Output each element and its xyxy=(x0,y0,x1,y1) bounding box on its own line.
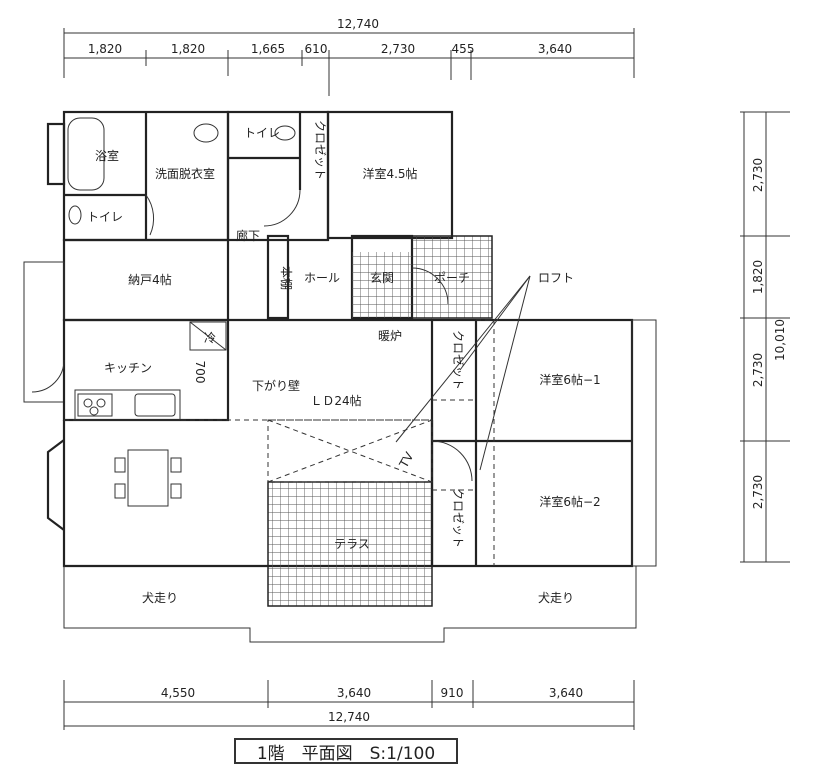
dining-table xyxy=(114,449,182,507)
label-storage-4: 納戸4帖 xyxy=(128,272,172,287)
top-seg-3: 1,665 xyxy=(251,42,285,56)
bottom-seg-4: 3,640 xyxy=(549,686,583,700)
toilet-bowl-2 xyxy=(68,205,82,225)
top-dimension: 12,740 1,820 1,820 1,665 610 2,730 455 3… xyxy=(63,17,635,96)
label-closet-3: クロゼット xyxy=(451,488,465,548)
washbasin xyxy=(193,123,219,143)
label-700: 700 xyxy=(193,361,207,384)
door-swing-2 xyxy=(263,189,301,227)
label-closet-2: クロゼット xyxy=(313,120,327,180)
label-dogrun-1: 犬走り xyxy=(142,591,178,605)
label-entrance: 玄関 xyxy=(370,270,394,285)
top-total-label: 12,740 xyxy=(337,17,379,31)
door-swing-4 xyxy=(31,359,65,393)
bottom-seg-1: 4,550 xyxy=(161,686,195,700)
label-corridor: 廊下 xyxy=(236,228,260,243)
top-seg-5: 2,730 xyxy=(381,42,415,56)
label-loft: ロフト xyxy=(538,271,574,285)
toilet-bowl-1 xyxy=(274,125,296,141)
bottom-total-label: 12,740 xyxy=(328,710,370,724)
label-porch: ポーチ xyxy=(434,271,470,285)
right-seg-2: 1,820 xyxy=(751,260,765,294)
top-seg-4: 610 xyxy=(305,42,328,56)
bottom-seg-3: 910 xyxy=(441,686,464,700)
label-toilet-2: トイレ xyxy=(244,126,280,140)
label-bookshelf: 本棚 xyxy=(279,266,294,290)
label-bath: 浴室 xyxy=(95,148,119,163)
room-labels: 浴室 洗面脱衣室 トイレ トイレ 洋室4.5帖 廊下 納戸4帖 本棚 ホール 玄… xyxy=(87,120,601,605)
label-western-45: 洋室4.5帖 xyxy=(362,166,417,181)
label-fireplace: 暖炉 xyxy=(378,329,402,343)
label-western-6-2: 洋室6帖−2 xyxy=(539,494,600,509)
plan-title: 1階 平面図 S:1/100 xyxy=(234,738,458,764)
label-kitchen: キッチン xyxy=(104,361,152,375)
porch-hatch xyxy=(411,235,493,319)
label-fridge: 冷 xyxy=(204,331,216,345)
label-washroom: 洗面脱衣室 xyxy=(155,166,215,181)
right-seg-1: 2,730 xyxy=(751,158,765,192)
top-seg-2: 1,820 xyxy=(171,42,205,56)
terrace-hatch xyxy=(267,481,433,607)
right-total-label: 10,010 xyxy=(773,319,787,361)
label-toilet-1: トイレ xyxy=(87,210,123,224)
bottom-dimension: 4,550 3,640 910 3,640 12,740 xyxy=(63,680,635,730)
label-western-6-1: 洋室6帖−1 xyxy=(539,372,600,387)
door-swing-1 xyxy=(145,194,155,236)
loft-area xyxy=(267,419,433,483)
label-ld: ＬＤ24帖 xyxy=(310,393,361,408)
label-dogrun-2: 犬走り xyxy=(538,591,574,605)
right-dimension: 2,730 1,820 2,730 2,730 10,010 xyxy=(740,111,790,563)
door-swing-3 xyxy=(411,267,449,305)
label-closet-1: クロゼット xyxy=(451,330,465,390)
label-terrace: テラス xyxy=(334,537,370,551)
bathtub xyxy=(67,117,105,191)
label-hall: ホール xyxy=(304,271,340,285)
top-seg-1: 1,820 xyxy=(88,42,122,56)
top-seg-7: 3,640 xyxy=(538,42,572,56)
door-swing-5 xyxy=(431,440,473,482)
top-seg-6: 455 xyxy=(452,42,475,56)
label-lowered-wall: 下がり壁 xyxy=(252,378,300,393)
entrance-hatch xyxy=(352,252,412,318)
right-seg-4: 2,730 xyxy=(751,475,765,509)
right-seg-3: 2,730 xyxy=(751,353,765,387)
label-tv: TV xyxy=(396,449,417,471)
bottom-seg-2: 3,640 xyxy=(337,686,371,700)
